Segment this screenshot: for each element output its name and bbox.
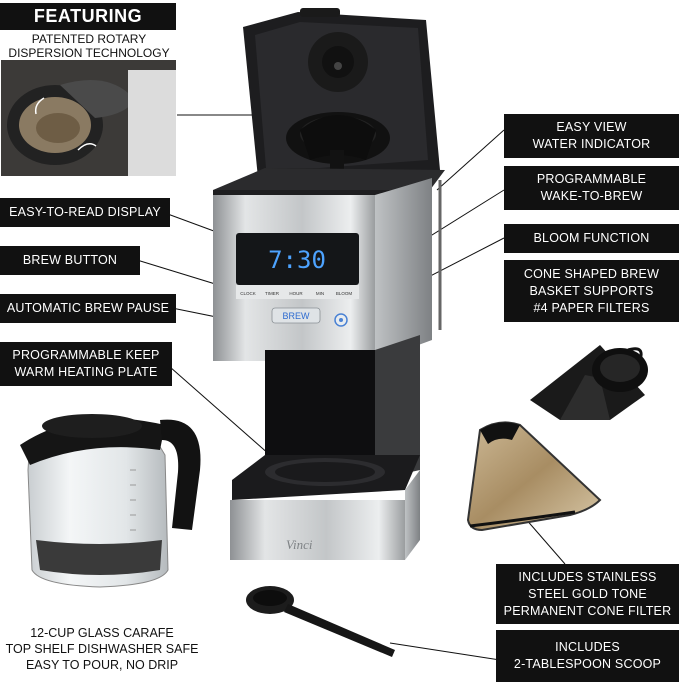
- scoop-callout: INCLUDES 2-TABLESPOON SCOOP: [496, 630, 679, 682]
- gold-filter-callout: INCLUDES STAINLESS STEEL GOLD TONE PERMA…: [496, 564, 679, 624]
- cone-basket: [530, 345, 648, 420]
- min-button: MIN: [316, 291, 324, 296]
- lcd-time-text: 7:30: [268, 246, 326, 274]
- bloom-button: BLOOM: [336, 291, 353, 296]
- timer-button: TIMER: [265, 291, 280, 296]
- carafe-line2: TOP SHELF DISHWASHER SAFE: [5, 642, 199, 656]
- gold-line3: PERMANENT CONE FILTER: [503, 603, 672, 618]
- carafe-caption: 12-CUP GLASS CARAFE TOP SHELF DISHWASHER…: [0, 625, 204, 673]
- gold-line2: STEEL GOLD TONE: [528, 586, 647, 601]
- carafe-line3: EASY TO POUR, NO DRIP: [25, 658, 179, 672]
- scoop-line1: INCLUDES: [555, 640, 620, 654]
- featuring-subtitle-line1: PATENTED ROTARY: [31, 32, 147, 46]
- featuring-subtitle: PATENTED ROTARY DISPERSION TECHNOLOGY: [0, 32, 178, 60]
- machine-body: 7:30 CLOCK TIMER HOUR MIN BLOOM BREW: [213, 168, 445, 560]
- cone-basket-callout: CONE SHAPED BREW BASKET SUPPORTS #4 PAPE…: [504, 260, 679, 322]
- clock-button: CLOCK: [240, 291, 256, 296]
- measuring-scoop: [246, 586, 395, 657]
- featuring-title: FEATURING: [0, 3, 176, 30]
- wake-line1: PROGRAMMABLE: [536, 172, 647, 186]
- keep-warm-line1: PROGRAMMABLE KEEP: [12, 348, 160, 362]
- featuring-subtitle-line2: DISPERSION TECHNOLOGY: [8, 46, 170, 60]
- gold-filter: [466, 421, 602, 532]
- wake-line2: WAKE-TO-BREW: [540, 189, 643, 203]
- hour-button: HOUR: [289, 291, 303, 296]
- wake-to-brew-callout: PROGRAMMABLE WAKE-TO-BREW: [504, 166, 679, 210]
- brew-button-callout-text: BREW BUTTON: [22, 253, 118, 267]
- keep-warm-callout: PROGRAMMABLE KEEP WARM HEATING PLATE: [0, 342, 172, 386]
- cone-line2: BASKET SUPPORTS: [529, 283, 654, 298]
- display-callout-text: EASY-TO-READ DISPLAY: [9, 205, 161, 219]
- water-line2: WATER INDICATOR: [532, 137, 651, 151]
- water-line1: EASY VIEW: [556, 120, 627, 134]
- bloom-callout-text: BLOOM FUNCTION: [533, 231, 650, 245]
- brand-logo-text: Vinci: [286, 537, 313, 552]
- cone-line1: CONE SHAPED BREW: [523, 266, 660, 281]
- keep-warm-line2: WARM HEATING PLATE: [14, 365, 158, 379]
- featuring-inset-photo: [1, 60, 176, 176]
- display-callout: EASY-TO-READ DISPLAY: [0, 198, 170, 227]
- scoop-line2: 2-TABLESPOON SCOOP: [513, 657, 662, 671]
- open-lid: [243, 8, 440, 180]
- glass-carafe: [20, 414, 201, 588]
- water-indicator-callout: EASY VIEW WATER INDICATOR: [504, 114, 679, 158]
- cone-line3: #4 PAPER FILTERS: [533, 300, 650, 315]
- auto-pause-callout-text: AUTOMATIC BREW PAUSE: [6, 301, 170, 315]
- carafe-line1: 12-CUP GLASS CARAFE: [30, 626, 174, 640]
- gold-line1: INCLUDES STAINLESS: [518, 569, 657, 584]
- auto-pause-callout: AUTOMATIC BREW PAUSE: [0, 294, 176, 323]
- brew-button-text: BREW: [283, 311, 311, 321]
- brew-button-callout: BREW BUTTON: [0, 246, 140, 275]
- bloom-callout: BLOOM FUNCTION: [504, 224, 679, 253]
